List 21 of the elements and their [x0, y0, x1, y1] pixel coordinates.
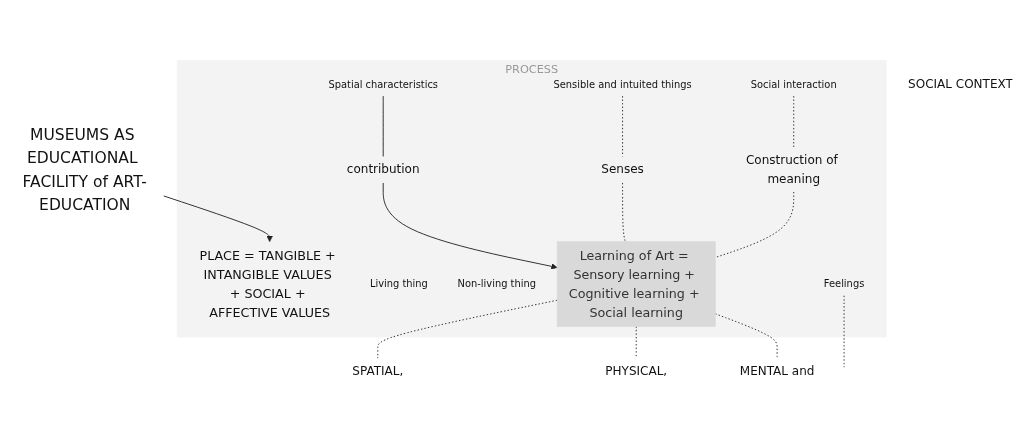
- node-text: MUSEUMS AS EDUCATIONAL FACILITY of ART-EDUCATION: [22, 125, 147, 214]
- node-text: contribution: [346, 161, 420, 177]
- connector: [714, 191, 795, 258]
- node-text: Sensible and intuited things: [553, 78, 692, 90]
- node-text: PHYSICAL,: [605, 363, 668, 378]
- connector: [377, 299, 558, 359]
- node-text: Non-living thing: [457, 277, 536, 290]
- node-text: Living thing: [369, 277, 428, 290]
- node-text: Feelings: [823, 277, 865, 290]
- node-text: SOCIAL CONTEXT: [908, 76, 1013, 91]
- node-text: Construction of meaning: [745, 152, 838, 186]
- node-box: Learning of Art = Sensory learning + Cognitive learning + Social learning: [556, 241, 716, 327]
- connector: [622, 182, 626, 242]
- node-text: PLACE = TANGIBLE + INTANGIBLE VALUES + SOCIAL + AFFECTIVE VALUES: [199, 247, 336, 320]
- node-text: Spatial characteristics: [328, 78, 439, 90]
- node-text: Senses: [601, 161, 644, 177]
- connector: [793, 95, 795, 148]
- node-text: SPATIAL,: [352, 363, 404, 378]
- node-text: Social interaction: [750, 78, 837, 90]
- node-text: MENTAL and: [739, 363, 815, 378]
- connector: [382, 95, 384, 157]
